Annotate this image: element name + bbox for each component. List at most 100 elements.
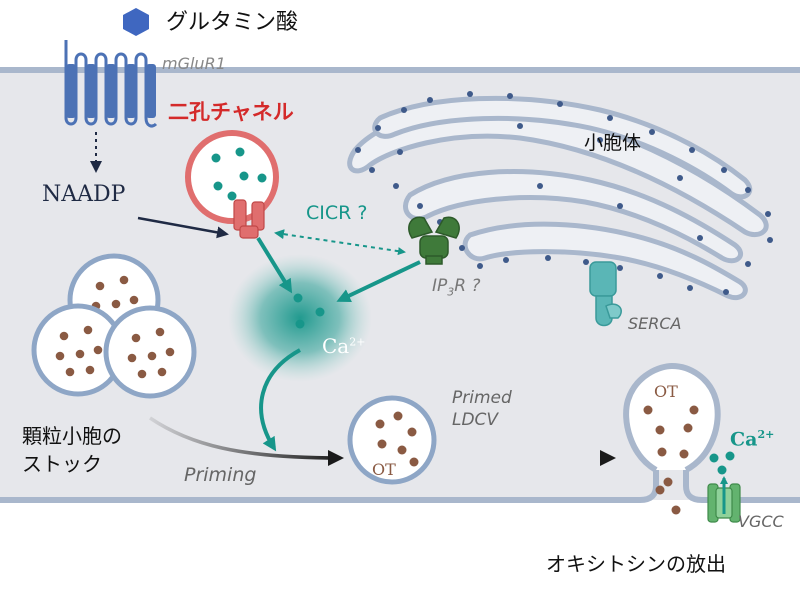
er-dot xyxy=(369,167,375,173)
er-dot xyxy=(607,115,613,121)
ca-release-superscript: 2+ xyxy=(757,428,775,441)
granule-content-dot xyxy=(95,281,105,291)
naadp-to-tpc-arrow xyxy=(137,216,229,239)
endoplasmic-reticulum xyxy=(347,95,769,300)
er-dot xyxy=(767,237,773,243)
granule-content-dot xyxy=(59,331,69,341)
er-dot xyxy=(745,261,751,267)
er-dot xyxy=(687,285,693,291)
mglur1-receptor xyxy=(64,40,158,128)
granule-content-dot xyxy=(147,351,157,361)
oxytocin-release-label: オキシトシンの放出 xyxy=(546,552,726,576)
granule-stock-label-line1: 顆粒小胞の xyxy=(22,424,122,448)
vgcc-label: VGCC xyxy=(738,512,784,531)
er-dot xyxy=(723,289,729,295)
ip3r-channel xyxy=(408,216,460,265)
er-dot xyxy=(745,187,751,193)
tpc-vesicle xyxy=(185,130,279,239)
ca-release-label: Ca2+ xyxy=(730,428,774,450)
glutamate-hexagon-icon xyxy=(123,8,149,36)
er-dot xyxy=(597,137,603,143)
er-dot xyxy=(657,273,663,279)
granule-content-dot xyxy=(127,353,137,363)
er-ribosome-dots xyxy=(355,91,773,295)
ip3r-subscript: 3 xyxy=(447,285,455,299)
ca-superscript: 2+ xyxy=(349,335,366,349)
er-dot xyxy=(697,235,703,241)
er-dot xyxy=(765,211,771,217)
tpc-channel xyxy=(233,199,265,239)
tpc-to-ca-arrow xyxy=(256,236,293,294)
ca-dots xyxy=(293,293,325,329)
ca-cloud xyxy=(228,254,372,382)
priming-label: Priming xyxy=(184,464,257,486)
granule-vesicle xyxy=(103,305,197,399)
er-dot xyxy=(477,263,483,269)
er-dot xyxy=(417,203,423,209)
granule-content-dot xyxy=(137,369,147,379)
er-dot xyxy=(517,123,523,129)
er-dot xyxy=(617,265,623,271)
granule-content-dot xyxy=(155,327,165,337)
serca-label: SERCA xyxy=(628,314,682,333)
er-dot xyxy=(459,245,465,251)
er-dot xyxy=(393,183,399,189)
ip3r-tail-text: R ? xyxy=(454,276,481,296)
er-dot xyxy=(467,91,473,97)
er-dot xyxy=(537,183,543,189)
tpc-label: 二孔チャネル xyxy=(168,100,294,124)
er-dot xyxy=(375,125,381,131)
granule-content-dot xyxy=(93,345,103,355)
priming-arrow xyxy=(149,416,344,466)
er-dot xyxy=(557,101,563,107)
primed-ldcv-vesicle xyxy=(347,395,437,485)
ca-to-priming-arrow xyxy=(259,348,301,452)
primed-ldcv-label-line1: Primed xyxy=(452,388,512,408)
granule-content-dot xyxy=(119,275,129,285)
extracellular-lower xyxy=(0,503,800,588)
cicr-dashed-arrow xyxy=(274,229,406,256)
er-dot xyxy=(507,93,513,99)
granule-content-dot xyxy=(55,351,65,361)
ip3r-to-ca-arrow xyxy=(336,260,421,303)
er-dot xyxy=(427,97,433,103)
cicr-label: CICR ? xyxy=(306,202,368,224)
ip3r-label: IP3R ? xyxy=(432,276,481,298)
granule-content-dot xyxy=(65,367,75,377)
granule-content-dot xyxy=(83,325,93,335)
mglur1-tm-fill xyxy=(66,64,156,118)
vgcc-ca-dots xyxy=(709,451,735,475)
er-dot xyxy=(677,175,683,181)
ot-label-fusing: OT xyxy=(654,382,678,401)
er-dot xyxy=(617,203,623,209)
naadp-label: NAADP xyxy=(42,182,126,207)
bottom-membrane xyxy=(0,470,800,503)
er-dot xyxy=(583,259,589,265)
granule-content-dot xyxy=(157,367,167,377)
ca-main-text: Ca xyxy=(322,334,350,358)
ca-label: Ca2+ xyxy=(322,334,365,358)
er-dot xyxy=(401,107,407,113)
primed-ldcv-label-line2: LDCV xyxy=(452,410,499,430)
er-dot xyxy=(545,255,551,261)
er-label: 小胞体 xyxy=(584,132,642,154)
ip3r-main-text: IP xyxy=(432,276,448,296)
granule-content-dot xyxy=(85,365,95,375)
granule-content-dot xyxy=(129,295,139,305)
granule-content-dot xyxy=(131,333,141,343)
er-dot xyxy=(355,147,361,153)
er-dot xyxy=(689,147,695,153)
er-dot xyxy=(721,167,727,173)
granule-content-dot xyxy=(75,349,85,359)
er-dot xyxy=(397,149,403,155)
serca-pump xyxy=(589,261,622,327)
granule-stock-label-line2: ストック xyxy=(22,452,102,476)
glutamate-label: グルタミン酸 xyxy=(166,10,299,35)
ca-release-main-text: Ca xyxy=(730,428,758,451)
granule-content-dot xyxy=(165,347,175,357)
fusing-vesicle xyxy=(623,362,721,515)
mglur1-label: mGluR1 xyxy=(162,54,226,73)
ot-label-primed: OT xyxy=(372,460,396,479)
